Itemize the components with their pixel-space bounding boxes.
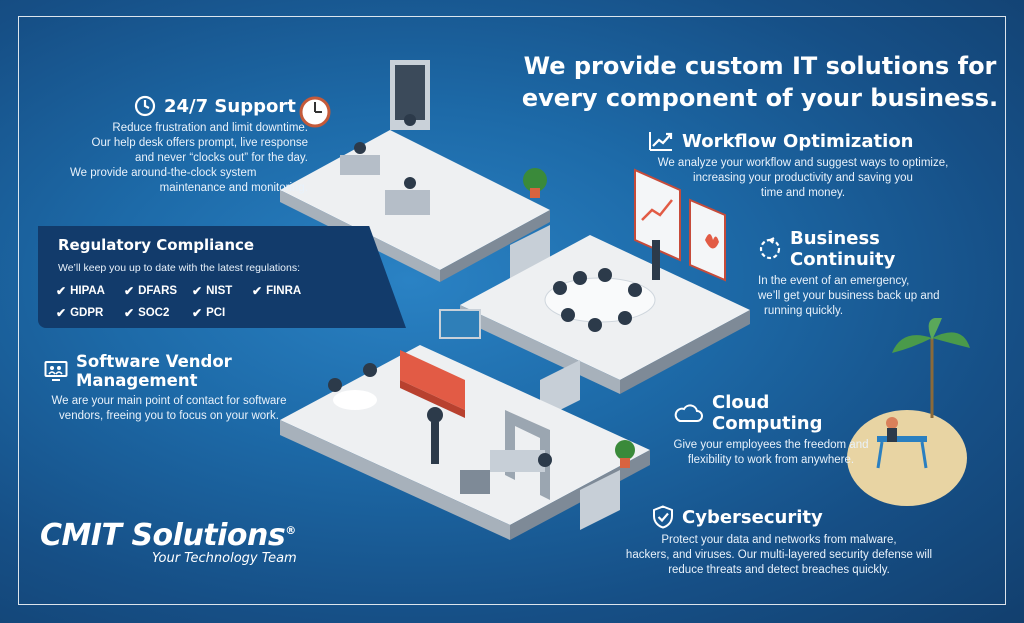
compliance-list: ✔HIPAA ✔DFARS ✔NIST ✔FINRA ✔GDPR ✔SOC2 ✔… xyxy=(56,284,356,320)
cyber-title: Cybersecurity xyxy=(682,506,823,528)
check-icon: ✔ xyxy=(124,284,135,298)
vendor-line: vendors, freeing you to focus on your wo… xyxy=(59,410,279,422)
continuity-body: In the event of an emergency, we’ll get … xyxy=(758,274,978,319)
support-title: 24/7 Support xyxy=(164,95,296,117)
continuity-title: Business Continuity xyxy=(790,228,896,270)
workflow-body: We analyze your workflow and suggest way… xyxy=(648,156,958,201)
cyber-section: Cybersecurity Protect your data and netw… xyxy=(604,505,954,578)
cloud-icon xyxy=(674,404,703,422)
support-line: Reduce frustration and limit downtime. xyxy=(112,122,308,134)
vendor-line: We are your main point of contact for so… xyxy=(51,395,287,407)
cyber-body: Protect your data and networks from malw… xyxy=(604,533,954,578)
clock-icon xyxy=(134,95,156,117)
cloud-line: Give your employees the freedom and xyxy=(673,439,869,451)
workflow-title-row: Workflow Optimization xyxy=(648,130,958,152)
continuity-line: In the event of an emergency, xyxy=(758,275,910,287)
vendor-section: Software Vendor Management We are your m… xyxy=(44,352,344,424)
check-icon: ✔ xyxy=(192,284,203,298)
compliance-item-label: GDPR xyxy=(70,307,104,319)
compliance-item: ✔PCI xyxy=(192,306,252,320)
support-line: and never “clocks out” for the day. xyxy=(134,152,308,164)
check-icon: ✔ xyxy=(192,306,203,320)
support-title-row: 24/7 Support xyxy=(134,95,308,117)
logo-name: CMIT Solutions xyxy=(40,518,286,553)
workflow-title: Workflow Optimization xyxy=(682,130,914,152)
compliance-item-label: NIST xyxy=(206,285,233,297)
support-body: Reduce frustration and limit downtime. O… xyxy=(58,121,308,196)
shield-check-icon xyxy=(653,505,673,529)
border-frame xyxy=(18,16,1006,605)
workflow-line: time and money. xyxy=(760,187,846,199)
continuity-line: we’ll get your business back up and xyxy=(758,290,940,302)
check-icon: ✔ xyxy=(252,284,263,298)
check-icon: ✔ xyxy=(56,306,67,320)
cloud-section: Cloud Computing Give your employees the … xyxy=(656,392,886,468)
logo-registered-mark: ® xyxy=(285,524,296,537)
monitor-users-icon xyxy=(44,361,68,381)
logo-tagline: Your Technology Team xyxy=(152,551,297,566)
workflow-line: increasing your productivity and saving … xyxy=(693,172,913,184)
cloud-title: Cloud Computing xyxy=(712,392,823,434)
continuity-line: running quickly. xyxy=(764,305,844,317)
headline: We provide custom IT solutions for every… xyxy=(521,52,999,112)
cloud-title-row: Cloud Computing xyxy=(672,392,886,434)
compliance-item: ✔SOC2 xyxy=(124,306,192,320)
company-logo: CMIT Solutions® Your Technology Team xyxy=(40,518,297,566)
logo-wordmark: CMIT Solutions® xyxy=(40,518,297,553)
compliance-item: ✔FINRA xyxy=(252,284,322,298)
compliance-item-label: PCI xyxy=(206,307,226,319)
support-line: We provide around-the-clock system xyxy=(70,167,257,179)
refresh-cycle-icon xyxy=(759,237,781,260)
compliance-item-label: HIPAA xyxy=(70,285,105,297)
support-line: maintenance and monitoring. xyxy=(159,182,308,194)
compliance-item: ✔HIPAA xyxy=(56,284,124,298)
remote-work-island xyxy=(847,318,970,506)
vendor-title: Software Vendor Management xyxy=(76,352,232,390)
workflow-line: We analyze your workflow and suggest way… xyxy=(657,157,949,169)
compliance-banner: Regulatory Compliance We’ll keep you up … xyxy=(38,226,406,328)
check-icon: ✔ xyxy=(56,284,67,298)
check-icon: ✔ xyxy=(124,306,135,320)
compliance-item-label: FINRA xyxy=(266,285,302,297)
cloud-line: flexibility to work from anywhere. xyxy=(687,454,855,466)
cyber-line: hackers, and viruses. Our multi-layered … xyxy=(625,549,933,561)
vendor-body: We are your main point of contact for so… xyxy=(44,394,294,424)
support-section: 24/7 Support Reduce frustration and limi… xyxy=(58,95,308,196)
cyber-line: reduce threats and detect breaches quick… xyxy=(668,564,890,576)
compliance-item-label: DFARS xyxy=(138,285,178,297)
cyber-title-row: Cybersecurity xyxy=(652,505,954,529)
compliance-title: Regulatory Compliance xyxy=(58,236,255,254)
continuity-section: Business Continuity In the event of an e… xyxy=(758,228,978,319)
compliance-item: ✔DFARS xyxy=(124,284,192,298)
workflow-section: Workflow Optimization We analyze your wo… xyxy=(648,130,958,201)
trend-chart-icon xyxy=(649,132,673,151)
isometric-office-illustration xyxy=(280,60,750,540)
cyber-line: Protect your data and networks from malw… xyxy=(661,534,897,546)
lobby-floor xyxy=(280,309,650,540)
compliance-item: ✔GDPR xyxy=(56,306,124,320)
compliance-item: ✔NIST xyxy=(192,284,252,298)
compliance-item-label: SOC2 xyxy=(138,307,170,319)
vendor-title-row: Software Vendor Management xyxy=(44,352,344,390)
continuity-title-row: Business Continuity xyxy=(758,228,978,270)
cloud-body: Give your employees the freedom and flex… xyxy=(656,438,886,468)
compliance-subtitle: We’ll keep you up to date with the lates… xyxy=(58,262,301,274)
support-line: Our help desk offers prompt, live respon… xyxy=(91,137,308,149)
